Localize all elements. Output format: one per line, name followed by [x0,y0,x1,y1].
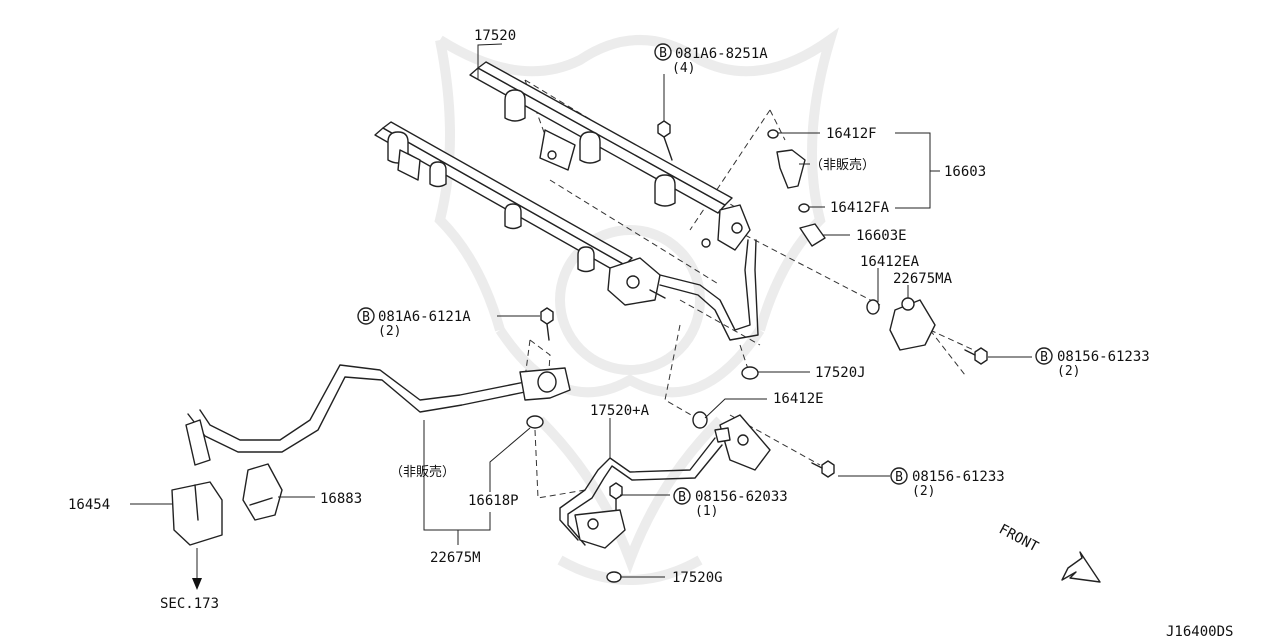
label-bolt-a: 081A6-8251A [675,46,768,62]
quick-connector [171,481,223,546]
label-bolt-d: 08156-61233 [912,469,1005,485]
label-inj-top-seal: 16412F [826,126,877,142]
label-connector: 16454 [68,497,110,513]
label-hose: 22675M [430,550,481,566]
bolt-symbol-b: B [362,310,370,325]
injector [767,129,826,247]
label-sec-ref: SEC.173 [160,596,219,612]
bolt-group [540,120,988,516]
label-bolt-e-qty: (1) [695,504,718,519]
label-damper-pipe: 16618P [468,493,519,509]
fuel-rail-upper [469,61,751,251]
label-regulator: 22675MA [893,271,953,287]
hose-clamp [242,463,283,521]
diagram-code: J16400DS [1166,624,1233,639]
bolt-symbol-d: B [895,470,903,485]
label-inj-note: （非販売） [810,157,875,173]
callout-labels: 17520 081A6-8251A (4) 16412F （非販売） 16603… [68,28,1233,639]
damper [714,414,771,471]
label-inj-bot-seal: 16412FA [830,200,890,216]
label-washer-j: 17520J [815,365,866,381]
label-bolt-e: 08156-62033 [695,489,788,505]
label-oring-ea: 16412EA [860,254,920,270]
pressure-regulator [866,297,936,351]
bolt-symbol-e: B [678,490,686,505]
label-clamp: 16883 [320,491,362,507]
label-clip: 16603E [856,228,907,244]
fuel-hose [185,364,571,466]
label-tube-a: 17520+A [590,403,650,419]
label-hose-note: （非販売） [390,464,455,480]
washers [526,366,759,583]
label-bolt-a-qty: (4) [672,61,695,76]
crossover-pipe [659,239,759,341]
label-bolt-c: 08156-61233 [1057,349,1150,365]
label-bolt-b: 081A6-6121A [378,309,471,325]
label-bolt-d-qty: (2) [912,484,935,499]
leader-lines [130,43,1032,578]
label-washer-g: 17520G [672,570,723,586]
label-bolt-b-qty: (2) [378,324,401,339]
bolt-symbols: B B B B B [357,43,1053,505]
label-oring-e: 16412E [773,391,824,407]
label-bolt-c-qty: (2) [1057,364,1080,379]
label-front: FRONT [996,521,1041,555]
fuel-rail-lower [374,121,666,306]
fuel-tube-a [559,437,723,549]
label-injector-asm: 16603 [944,164,986,180]
label-rail: 17520 [474,28,516,44]
bolt-symbol-c: B [1040,350,1048,365]
section-arrow [192,548,202,590]
bolt-symbol-a: B [659,46,667,61]
front-arrow-icon [1061,551,1101,583]
